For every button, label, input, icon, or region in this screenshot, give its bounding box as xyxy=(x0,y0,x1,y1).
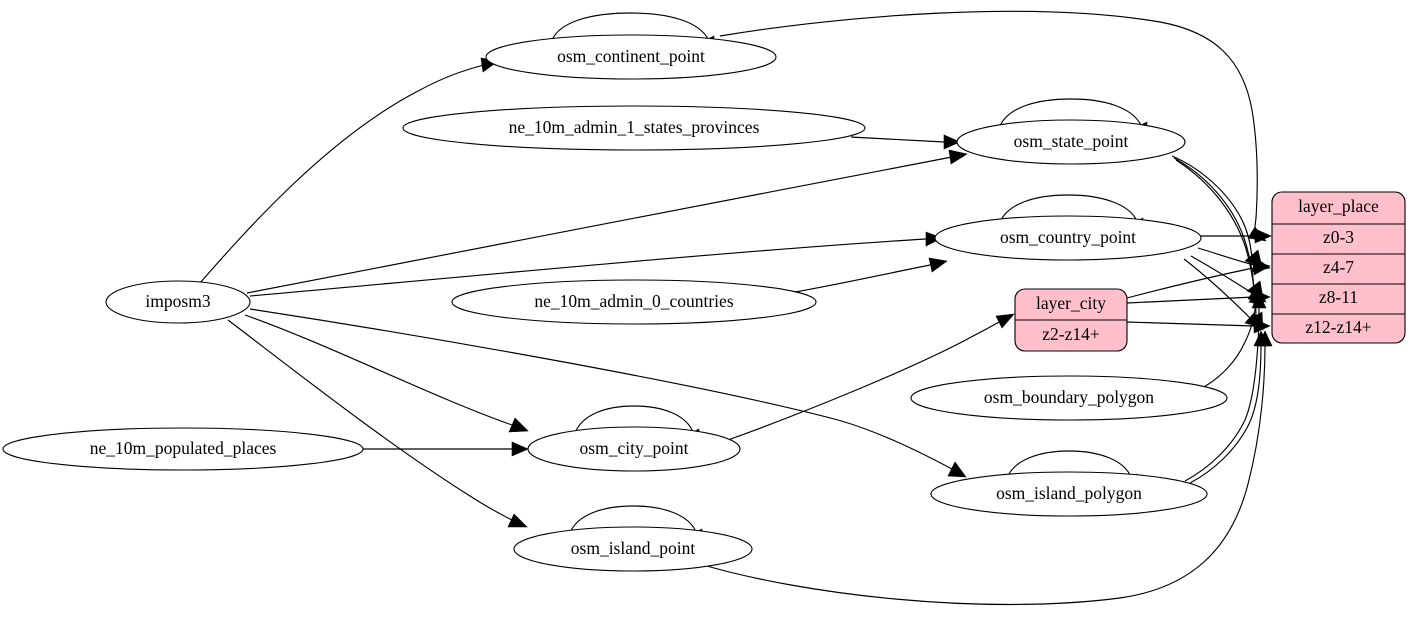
edge-imposm3-to-osm_island_polygon xyxy=(249,308,967,478)
node-osm_state_point[interactable]: osm_state_point xyxy=(956,119,1186,165)
node-osm_city_point[interactable]: osm_city_point xyxy=(527,426,741,472)
record-node-layer_place[interactable]: layer_place z0-3 z4-7 z8-11 z12-z14+ xyxy=(1271,191,1406,344)
edge-osm_boundary_polygon-to-layer_place-z8-11 xyxy=(1201,287,1264,389)
node-layer: imposm3 ne_10m_populated_places ne_10m_a… xyxy=(2,34,1406,572)
node-osm_boundary_polygon[interactable]: osm_boundary_polygon xyxy=(910,375,1228,421)
node-osm_island_polygon[interactable]: osm_island_polygon xyxy=(930,471,1208,517)
edge-ne_10m_populated_places-to-osm_city_point xyxy=(363,441,529,457)
edge-imposm3-to-osm_city_point xyxy=(244,314,529,433)
edge-layer_city-to-layer_place-z12-z14 xyxy=(1126,318,1271,334)
edge-imposm3-to-osm_state_point xyxy=(246,149,968,294)
edge-ne_10m_admin_0_countries-to-osm_country_point xyxy=(794,257,948,293)
record-node-layer_city[interactable]: layer_city z2-z14+ xyxy=(1014,288,1128,352)
edge-imposm3-to-osm_island_point xyxy=(227,319,528,528)
node-ne_10m_admin_0_countries[interactable]: ne_10m_admin_0_countries xyxy=(451,279,817,325)
edge-osm_city_point-to-layer_city-z2-z14 xyxy=(727,313,1015,441)
node-osm_island_point[interactable]: osm_island_point xyxy=(513,526,753,572)
node-osm_continent_point[interactable]: osm_continent_point xyxy=(485,34,777,80)
edge-ne_10m_admin_1_states_provinces-to-osm_state_point xyxy=(850,134,961,150)
node-ne_10m_admin_1_states_provinces[interactable]: ne_10m_admin_1_states_provinces xyxy=(402,105,866,151)
node-osm_country_point[interactable]: osm_country_point xyxy=(934,215,1202,261)
edge-osm_island_point-to-layer_place-z12-z14 xyxy=(699,330,1273,606)
edge-osm_state_point-to-layer_place-z4-7 xyxy=(1171,155,1263,268)
edge-imposm3-to-osm_continent_point xyxy=(199,57,499,284)
edge-layer_city-to-layer_place-z4-7 xyxy=(1126,260,1271,299)
node-ne_10m_populated_places[interactable]: ne_10m_populated_places xyxy=(2,427,364,471)
edge-osm_country_point-to-layer_place-z0-3 xyxy=(1201,228,1272,244)
node-imposm3[interactable]: imposm3 xyxy=(105,280,251,324)
edge-imposm3-to-osm_country_point xyxy=(249,231,943,297)
